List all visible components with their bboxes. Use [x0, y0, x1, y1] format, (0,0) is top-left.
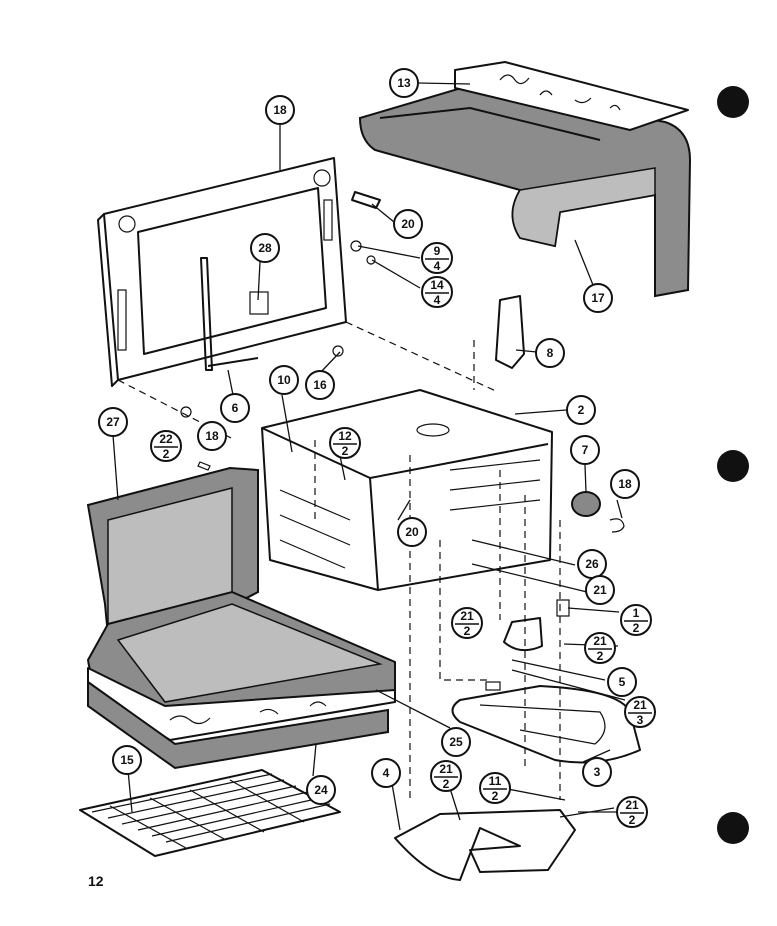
svg-text:3: 3 — [594, 765, 601, 779]
svg-text:24: 24 — [314, 783, 328, 797]
svg-text:14: 14 — [430, 278, 444, 292]
svg-text:2: 2 — [597, 649, 604, 663]
svg-text:3: 3 — [637, 713, 644, 727]
svg-text:5: 5 — [619, 675, 626, 689]
oven-rack — [79, 769, 341, 857]
callout-10: 10 — [269, 365, 299, 395]
callout-20-top: 20 — [393, 209, 423, 239]
callout-27: 27 — [98, 407, 128, 437]
svg-text:21: 21 — [625, 798, 639, 812]
svg-text:2: 2 — [163, 447, 170, 461]
callout-7: 7 — [570, 435, 600, 465]
svg-text:21: 21 — [633, 698, 647, 712]
svg-text:15: 15 — [120, 753, 134, 767]
svg-text:2: 2 — [492, 789, 499, 803]
callout-13: 13 — [389, 68, 419, 98]
callout-fraction-21-2-c: 212 — [430, 760, 462, 792]
page-number: 12 — [88, 873, 104, 889]
svg-text:10: 10 — [277, 373, 291, 387]
top-insulation-wrap — [358, 84, 692, 298]
callout-15: 15 — [112, 745, 142, 775]
svg-text:4: 4 — [434, 259, 441, 273]
callout-18-right: 18 — [610, 469, 640, 499]
callout-2: 2 — [566, 395, 596, 425]
svg-text:2: 2 — [464, 624, 471, 638]
callout-fraction-1-2: 12 — [620, 604, 652, 636]
oven-front-frame — [97, 157, 347, 387]
callout-26: 26 — [577, 549, 607, 579]
svg-text:25: 25 — [449, 735, 463, 749]
svg-text:21: 21 — [593, 634, 607, 648]
callout-4: 4 — [371, 758, 401, 788]
svg-text:2: 2 — [578, 403, 585, 417]
margin-bullet-bottom — [717, 812, 749, 844]
callout-3: 3 — [582, 757, 612, 787]
oven-bottom-panel — [394, 809, 576, 881]
svg-text:6: 6 — [232, 401, 239, 415]
svg-text:18: 18 — [273, 103, 287, 117]
svg-text:20: 20 — [405, 525, 419, 539]
svg-text:2: 2 — [443, 777, 450, 791]
svg-text:21: 21 — [460, 609, 474, 623]
svg-text:17: 17 — [591, 291, 605, 305]
svg-text:16: 16 — [313, 378, 327, 392]
svg-text:21: 21 — [439, 762, 453, 776]
svg-text:18: 18 — [205, 429, 219, 443]
callout-5: 5 — [607, 667, 637, 697]
svg-text:13: 13 — [397, 76, 411, 90]
callout-fraction-22-2: 222 — [150, 430, 182, 462]
callout-6: 6 — [220, 393, 250, 423]
callout-fraction-21-2-b: 212 — [584, 632, 616, 664]
svg-text:28: 28 — [258, 241, 272, 255]
svg-text:11: 11 — [489, 774, 502, 788]
svg-text:27: 27 — [106, 415, 120, 429]
callout-fraction-21-2-d: 212 — [616, 796, 648, 828]
svg-text:4: 4 — [434, 293, 441, 307]
svg-text:4: 4 — [383, 766, 390, 780]
svg-text:2: 2 — [629, 813, 636, 827]
svg-text:21: 21 — [593, 583, 607, 597]
callout-fraction-21-2-a: 212 — [451, 607, 483, 639]
bottom-insulation-tray — [86, 466, 396, 730]
bottom-insulation-pad — [87, 680, 389, 770]
callout-18-top: 18 — [265, 95, 295, 125]
callout-8: 8 — [535, 338, 565, 368]
bake-element — [451, 685, 641, 764]
callout-17: 17 — [583, 283, 613, 313]
svg-text:12: 12 — [338, 429, 352, 443]
margin-bullet-middle — [717, 450, 749, 482]
callout-24: 24 — [306, 775, 336, 805]
svg-text:20: 20 — [401, 217, 415, 231]
callout-20-mid: 20 — [397, 517, 427, 547]
callout-fraction-9-4: 94 — [421, 242, 453, 274]
callout-18-left: 18 — [197, 421, 227, 451]
svg-text:8: 8 — [547, 346, 554, 360]
callout-fraction-14-4: 144 — [421, 276, 453, 308]
callout-fraction-21-3: 213 — [624, 696, 656, 728]
svg-text:9: 9 — [434, 244, 441, 258]
oven-liner-body — [261, 389, 553, 591]
svg-text:2: 2 — [342, 444, 349, 458]
svg-text:26: 26 — [585, 557, 599, 571]
callout-fraction-11-2: 112 — [479, 772, 511, 804]
svg-text:2: 2 — [633, 621, 640, 635]
svg-text:7: 7 — [582, 443, 589, 457]
svg-text:18: 18 — [618, 477, 632, 491]
callout-16: 16 — [305, 370, 335, 400]
leader-lines — [112, 82, 626, 831]
svg-text:22: 22 — [159, 432, 173, 446]
margin-bullet-top — [717, 86, 749, 118]
callout-28: 28 — [250, 233, 280, 263]
svg-text:1: 1 — [633, 606, 640, 620]
callout-fraction-12-2: 122 — [329, 427, 361, 459]
callout-25: 25 — [441, 727, 471, 757]
top-insulation-sheet — [454, 61, 689, 131]
callout-21: 21 — [585, 575, 615, 605]
